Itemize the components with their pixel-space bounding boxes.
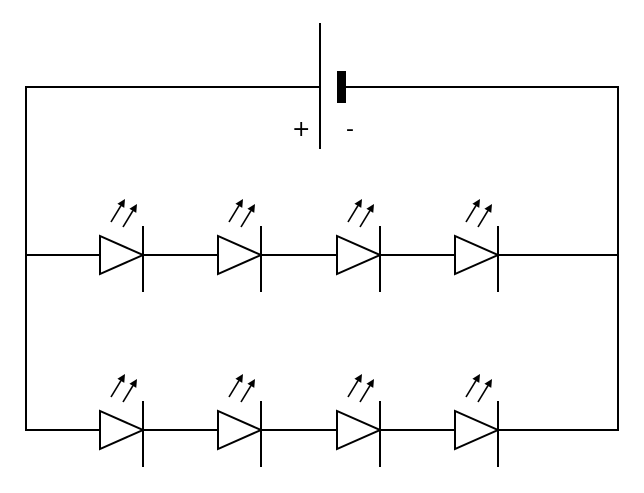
emission-arrow-icon <box>359 204 374 228</box>
outer-wiring <box>25 86 619 431</box>
led-triangle <box>217 234 264 276</box>
led-array <box>99 199 501 467</box>
emission-arrow-icon <box>228 199 243 223</box>
battery: + - <box>292 23 354 149</box>
led-r1-c4 <box>454 199 501 292</box>
emission-arrow-icon <box>477 379 492 403</box>
emission-arrow-icon <box>465 374 480 398</box>
negative-sign: - <box>346 117 354 142</box>
emission-arrow-icon <box>347 374 362 398</box>
emission-arrow-icon <box>477 204 492 228</box>
battery-negative-plate <box>337 71 346 103</box>
led-triangle <box>454 409 501 451</box>
emission-arrow-icon <box>240 204 255 228</box>
led-r1-c1 <box>99 199 146 292</box>
led-triangle <box>336 234 383 276</box>
led-r1-c2 <box>217 199 264 292</box>
emission-arrow-icon <box>122 204 137 228</box>
led-r2-c2 <box>217 374 264 467</box>
emission-arrow-icon <box>122 379 137 403</box>
positive-sign: + <box>292 117 310 142</box>
led-triangle <box>454 234 501 276</box>
led-triangle <box>99 409 146 451</box>
led-r2-c1 <box>99 374 146 467</box>
led-r2-c4 <box>454 374 501 467</box>
led-r1-c3 <box>336 199 383 292</box>
emission-arrow-icon <box>359 379 374 403</box>
emission-arrow-icon <box>228 374 243 398</box>
emission-arrow-icon <box>110 374 125 398</box>
led-triangle <box>336 409 383 451</box>
emission-arrow-icon <box>465 199 480 223</box>
emission-arrow-icon <box>110 199 125 223</box>
led-r2-c3 <box>336 374 383 467</box>
led-triangle <box>99 234 146 276</box>
emission-arrow-icon <box>347 199 362 223</box>
led-triangle <box>217 409 264 451</box>
emission-arrow-icon <box>240 379 255 403</box>
